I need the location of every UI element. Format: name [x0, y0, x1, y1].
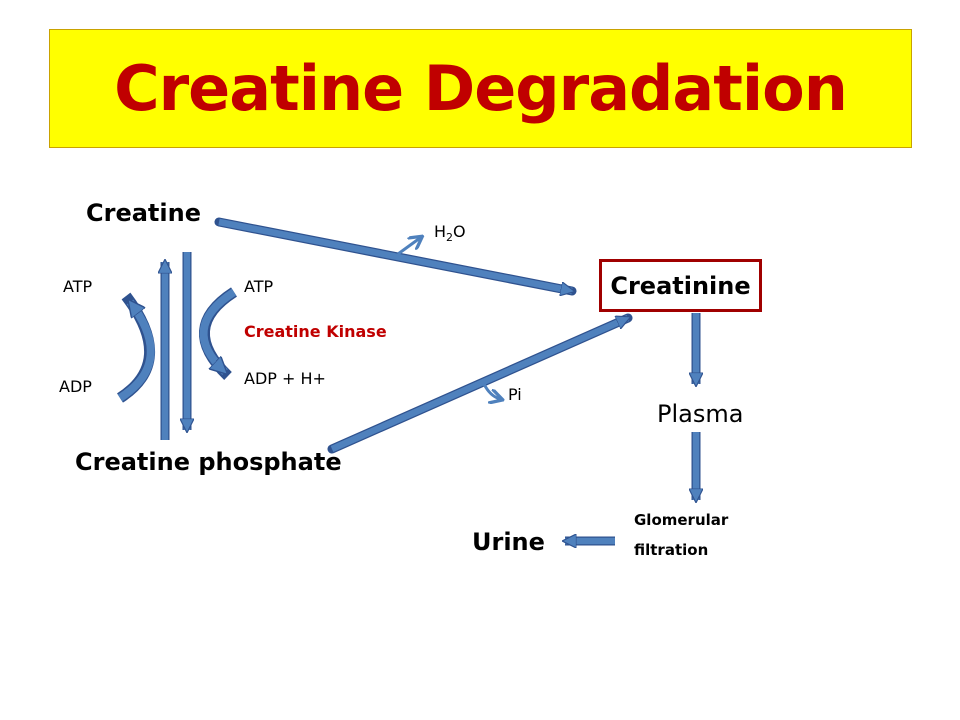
label-atp-right: ATP — [244, 277, 274, 296]
label-pi: Pi — [508, 385, 522, 404]
arrow-creatine-phosphate-to-creatinine — [327, 313, 633, 454]
arrow-creatine-to-creatinine — [214, 217, 577, 291]
node-creatinine-box: Creatinine — [599, 259, 762, 312]
label-adp-h-right: ADP + H+ — [244, 369, 326, 388]
node-creatine: Creatine — [86, 199, 201, 227]
arrow-pi-release — [482, 383, 500, 399]
node-creatinine: Creatinine — [610, 271, 751, 300]
curved-arrow-adp-to-atp — [116, 292, 155, 403]
node-creatine-phosphate: Creatine phosphate — [75, 448, 342, 476]
label-filtration: filtration — [634, 541, 709, 559]
node-plasma: Plasma — [657, 400, 744, 428]
page-title: Creatine Degradation — [114, 52, 848, 125]
label-adp-left: ADP — [59, 377, 92, 396]
label-creatine-kinase: Creatine Kinase — [244, 322, 387, 341]
label-water: H2O — [434, 222, 466, 245]
curved-arrow-atp-to-adp — [198, 287, 238, 380]
node-urine: Urine — [472, 528, 545, 556]
arrow-water-release — [397, 238, 420, 256]
label-glomerular: Glomerular — [634, 511, 729, 529]
label-atp-left: ATP — [63, 277, 93, 296]
title-banner: Creatine Degradation — [49, 29, 912, 148]
